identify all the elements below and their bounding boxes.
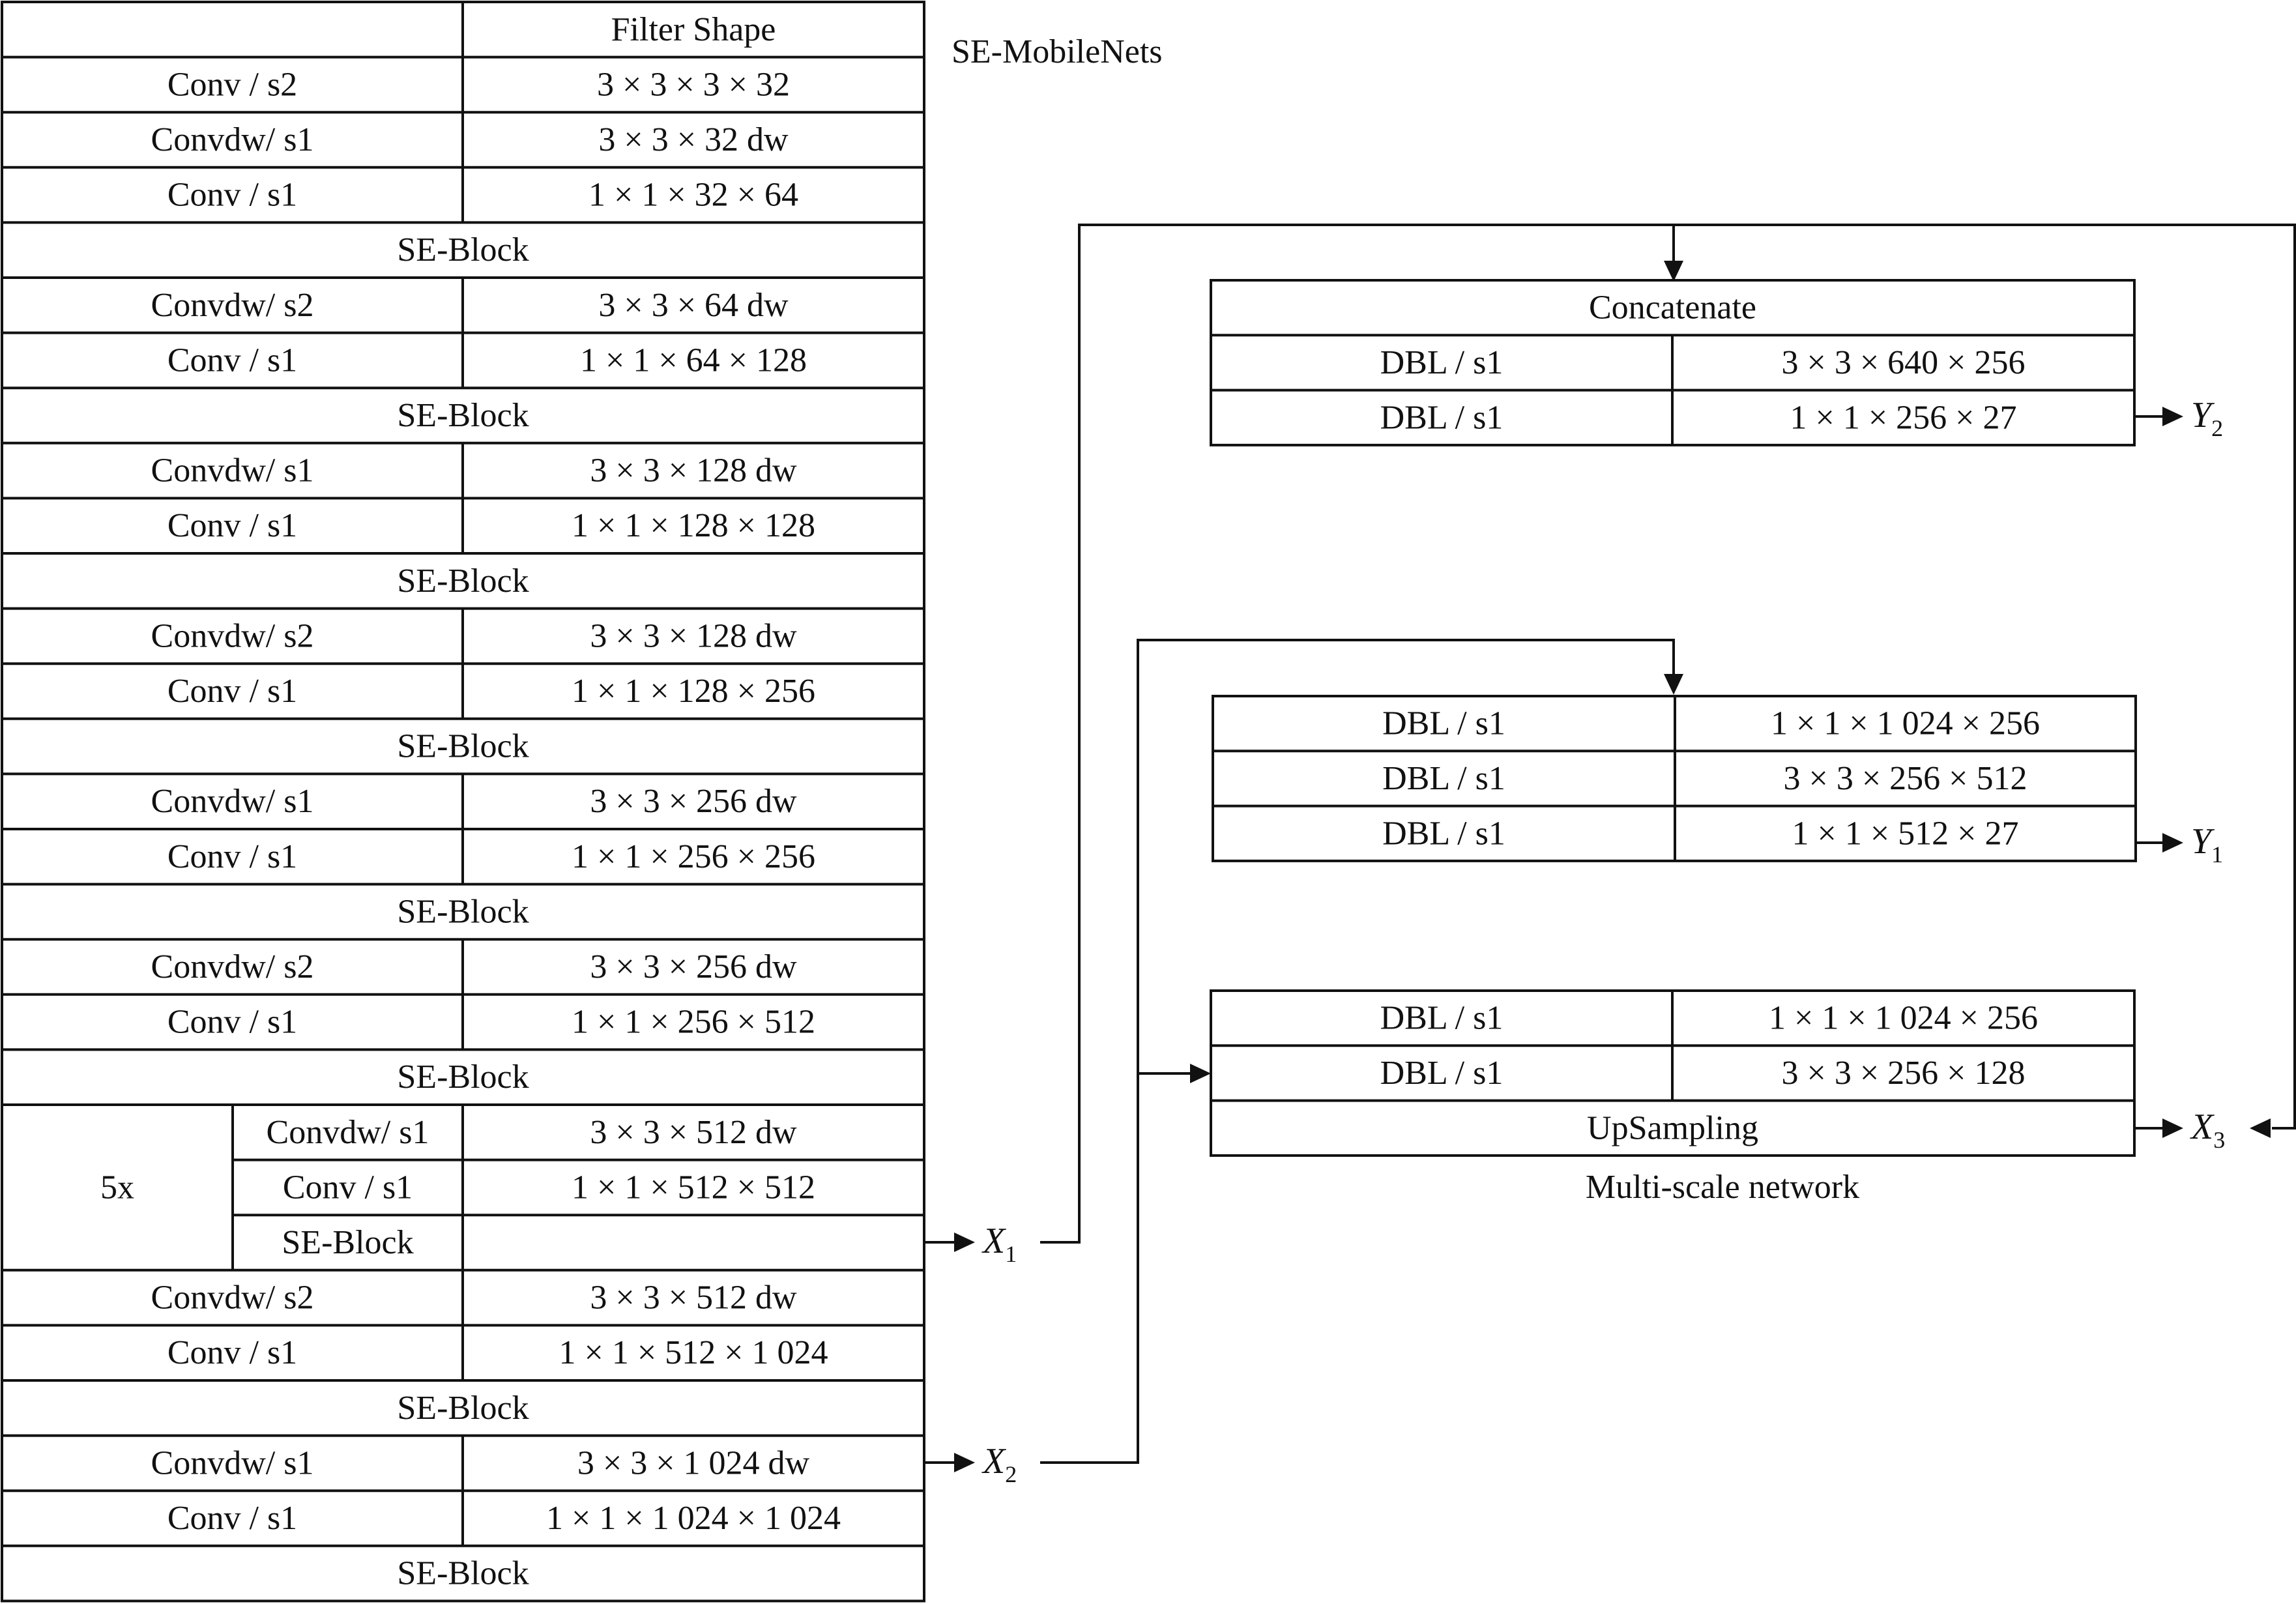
filter-shape-cell: 1 × 1 × 128 × 256 <box>572 673 815 710</box>
se-block-cell: SE-Block <box>397 1058 529 1096</box>
filter-shape-cell: 3 × 3 × 3 × 32 <box>597 66 790 103</box>
filter-shape-cell: 1 × 1 × 1 024 × 1 024 <box>546 1500 841 1537</box>
se-block-cell: SE-Block <box>397 1390 529 1427</box>
x2-to-middle-line <box>1040 639 1675 1464</box>
layer-cell: Convdw/ s1 <box>151 121 314 158</box>
layer-cell: Conv / s1 <box>167 673 297 710</box>
filter-shape-cell: 3 × 3 × 32 dw <box>598 121 789 158</box>
layer-cell: Convdw/ s1 <box>151 783 314 820</box>
se-block-cell: SE-Block <box>397 231 529 269</box>
filter-shape-cell: 1 × 1 × 128 × 128 <box>572 507 815 544</box>
filter-shape-cell: 3 × 3 × 256 × 512 <box>1784 760 2027 797</box>
x2-label: X2 <box>981 1441 1017 1487</box>
x3-arrowhead <box>2162 1118 2183 1138</box>
x3-in-arrowhead <box>2250 1118 2271 1138</box>
layer-cell: Conv / s1 <box>167 838 297 875</box>
filter-shape-cell: 1 × 1 × 1 024 × 256 <box>1769 1000 2038 1037</box>
header-shape-cell: Filter Shape <box>611 11 776 48</box>
layer-cell: Convdw/ s1 <box>151 1444 314 1481</box>
layer-cell: Conv / s1 <box>167 342 297 379</box>
filter-shape-cell: 1 × 1 × 32 × 64 <box>589 177 798 214</box>
x1-arrowhead <box>954 1232 975 1252</box>
se-block-cell: SE-Block <box>397 1555 529 1592</box>
layer-cell: Conv / s1 <box>283 1169 413 1206</box>
filter-shape-cell: 3 × 3 × 256 × 128 <box>1782 1055 2026 1092</box>
filter-shape-cell: 3 × 3 × 640 × 256 <box>1782 344 2026 381</box>
filter-shape-cell: 3 × 3 × 128 dw <box>590 617 797 654</box>
repeat-count-cell: 5x <box>100 1169 134 1206</box>
backbone-title: SE-MobileNets <box>952 33 1163 70</box>
x2-arrowhead <box>954 1453 975 1472</box>
se-block-cell: SE-Block <box>397 893 529 930</box>
layer-cell: Conv / s1 <box>167 507 297 544</box>
filter-shape-cell: 1 × 1 × 512 × 27 <box>1792 815 2019 852</box>
layer-cell: DBL / s1 <box>1382 705 1505 742</box>
layer-cell: Conv / s2 <box>167 66 297 103</box>
se-block-cell: SE-Block <box>397 397 529 434</box>
filter-shape-cell: 1 × 1 × 256 × 512 <box>572 1004 815 1041</box>
filter-shape-cell: 1 × 1 × 512 × 512 <box>572 1169 815 1206</box>
multiscale-title: Multi-scale network <box>1586 1169 1859 1206</box>
concatenate-arrowhead <box>1664 261 1683 282</box>
layer-cell: Conv / s1 <box>167 1334 297 1371</box>
filter-shape-cell: 1 × 1 × 64 × 128 <box>580 342 807 379</box>
y2-arrowhead <box>2162 407 2183 426</box>
layer-cell: Convdw/ s2 <box>151 287 314 324</box>
x1-label: X1 <box>981 1221 1017 1267</box>
filter-shape-cell: 1 × 1 × 256 × 27 <box>1790 399 2017 436</box>
se-block-cell: SE-Block <box>397 728 529 765</box>
filter-shape-cell: 3 × 3 × 128 dw <box>590 452 797 489</box>
layer-cell: SE-Block <box>282 1224 413 1261</box>
filter-shape-cell: 1 × 1 × 256 × 256 <box>572 838 815 875</box>
layer-cell: DBL / s1 <box>1382 815 1505 852</box>
layer-cell: DBL / s1 <box>1380 344 1504 381</box>
filter-shape-cell: 3 × 3 × 1 024 dw <box>577 1444 810 1481</box>
x1-to-concatenate-line <box>1040 224 1675 1244</box>
middle-in-arrowhead <box>1664 674 1683 695</box>
concatenate-cell: Concatenate <box>1589 289 1756 327</box>
filter-shape-cell: 3 × 3 × 256 dw <box>590 783 797 820</box>
y1-arrowhead <box>2162 833 2183 853</box>
layer-cell: Convdw/ s2 <box>151 617 314 654</box>
upsampling-cell: UpSampling <box>1587 1109 1758 1146</box>
layer-cell: DBL / s1 <box>1380 1000 1504 1037</box>
layer-cell: Convdw/ s2 <box>151 1279 314 1317</box>
filter-shape-cell: 3 × 3 × 64 dw <box>598 287 789 324</box>
bottom-in-arrowhead <box>1190 1064 1211 1083</box>
x3-label: X3 <box>2190 1107 2225 1153</box>
filter-shape-cell: 1 × 1 × 512 × 1 024 <box>559 1334 828 1371</box>
layer-cell: DBL / s1 <box>1380 1055 1504 1092</box>
y1-label: Y1 <box>2191 821 2223 868</box>
filter-shape-cell: 1 × 1 × 1 024 × 256 <box>1771 705 2040 742</box>
connectors <box>924 224 2296 1472</box>
filter-shape-cell: 3 × 3 × 256 dw <box>590 948 797 985</box>
layer-cell: DBL / s1 <box>1380 399 1504 436</box>
se-block-cell: SE-Block <box>397 562 529 600</box>
y2-label: Y2 <box>2191 395 2223 441</box>
layer-cell: Convdw/ s1 <box>151 452 314 489</box>
layer-cell: Conv / s1 <box>167 1500 297 1537</box>
layer-cell: Conv / s1 <box>167 177 297 214</box>
layer-cell: Conv / s1 <box>167 1004 297 1041</box>
filter-shape-cell: 3 × 3 × 512 dw <box>590 1114 797 1151</box>
x3-to-concatenate-line <box>1674 224 2296 1130</box>
layer-cell: Convdw/ s1 <box>267 1114 429 1151</box>
layer-cell: Convdw/ s2 <box>151 948 314 985</box>
layer-cell: DBL / s1 <box>1382 760 1505 797</box>
filter-shape-cell: 3 × 3 × 512 dw <box>590 1279 797 1317</box>
